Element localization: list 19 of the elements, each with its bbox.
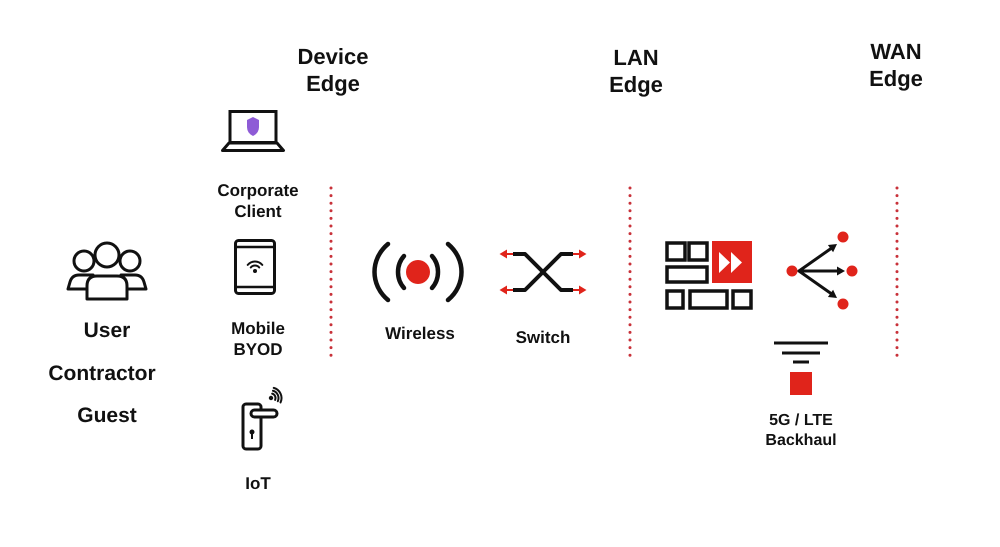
wireless-signal-icon [372,241,464,303]
laptop-shield-icon [221,110,285,152]
icon-caption: IoT [244,473,272,494]
icon-caption: Corporate Client [216,180,300,222]
brick-wall-icon [665,240,753,310]
zone-heading: WAN Edge [868,38,924,92]
icon-caption: Mobile BYOD [230,318,286,360]
icon-caption: Wireless [384,323,456,344]
tablet-wifi-icon [234,239,276,295]
lines-over-square-icon [773,341,829,395]
zone-heading: Device Edge [296,43,370,97]
user-type-label: User [82,318,132,344]
user-type-label: Contractor [47,361,157,387]
icon-caption: 5G / LTE Backhaul [764,411,838,451]
zone-heading: LAN Edge [608,44,664,98]
people-group-icon [65,241,149,301]
user-type-label: Guest [76,403,138,429]
icon-caption: Switch [514,327,572,348]
branching-arrows-icon [786,230,858,310]
